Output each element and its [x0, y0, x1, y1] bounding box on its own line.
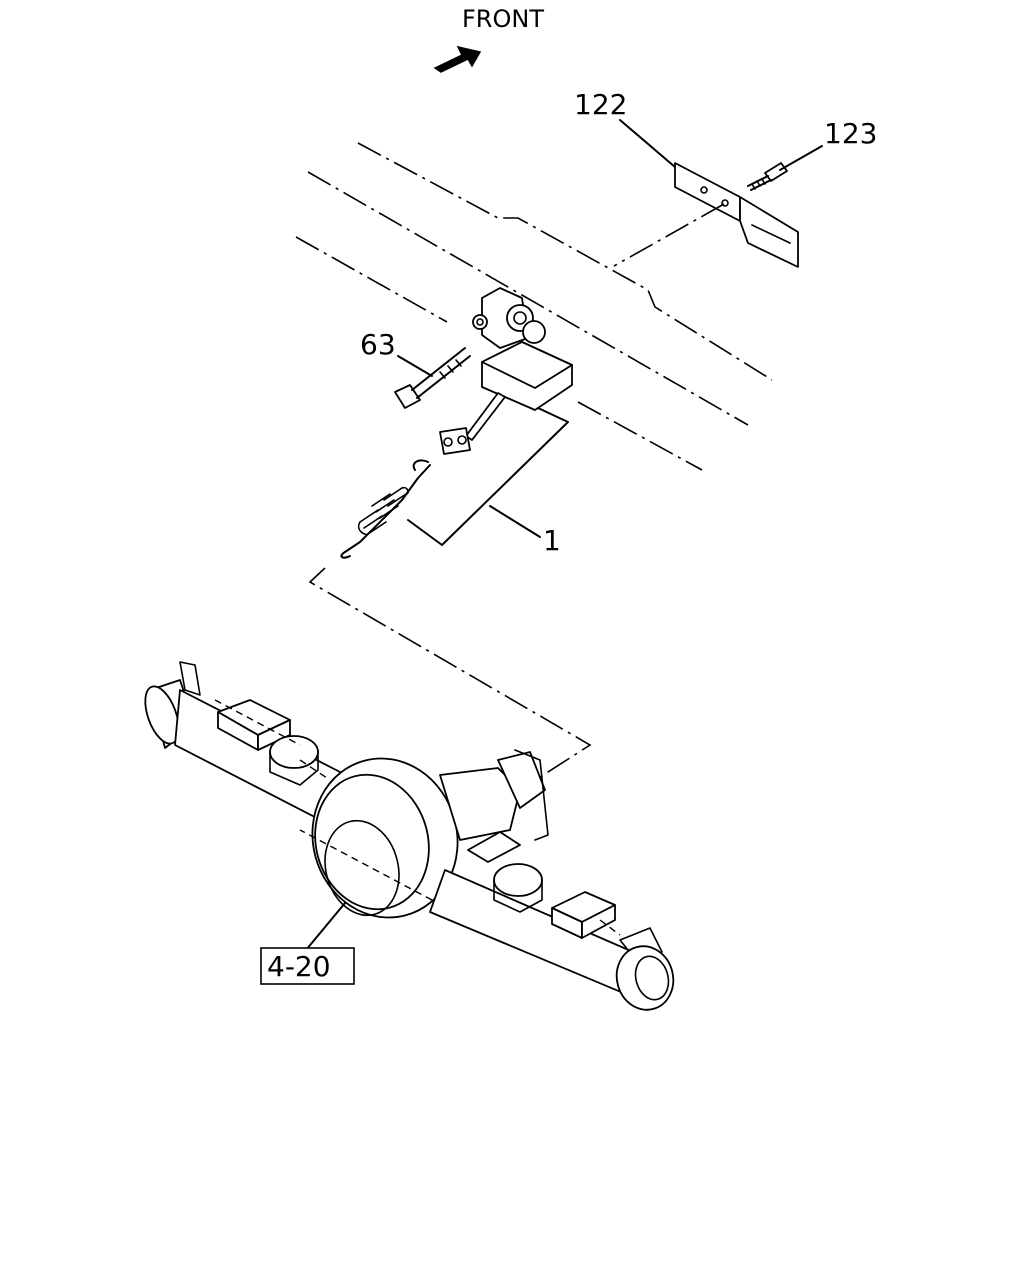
- front-label: FRONT: [462, 5, 544, 33]
- bracket-plate-part-122: [674, 162, 799, 268]
- bracket-mount-line: [613, 203, 725, 267]
- front-arrow-icon: [433, 45, 482, 73]
- callout-123: 123: [824, 117, 877, 150]
- ref-box-4-20: [260, 947, 355, 985]
- rear-axle-part-4-20: [144, 661, 675, 1011]
- ref-label-4-20: 4-20: [267, 950, 331, 983]
- link-rod-spring: [340, 459, 431, 559]
- chassis-frame-rails: [295, 142, 773, 471]
- callout-122: 122: [574, 88, 627, 121]
- part-1-callout-bracket: [407, 407, 569, 546]
- axle-link-line: [308, 567, 592, 791]
- bolt-part-123: [747, 162, 788, 191]
- callout-1: 1: [543, 524, 561, 557]
- height-sensor-part-1: [439, 287, 573, 455]
- leader-lines: [305, 119, 823, 951]
- sensor-bolt-part-63: [394, 347, 471, 409]
- part-1-leader: [489, 505, 541, 538]
- callout-63: 63: [360, 328, 396, 361]
